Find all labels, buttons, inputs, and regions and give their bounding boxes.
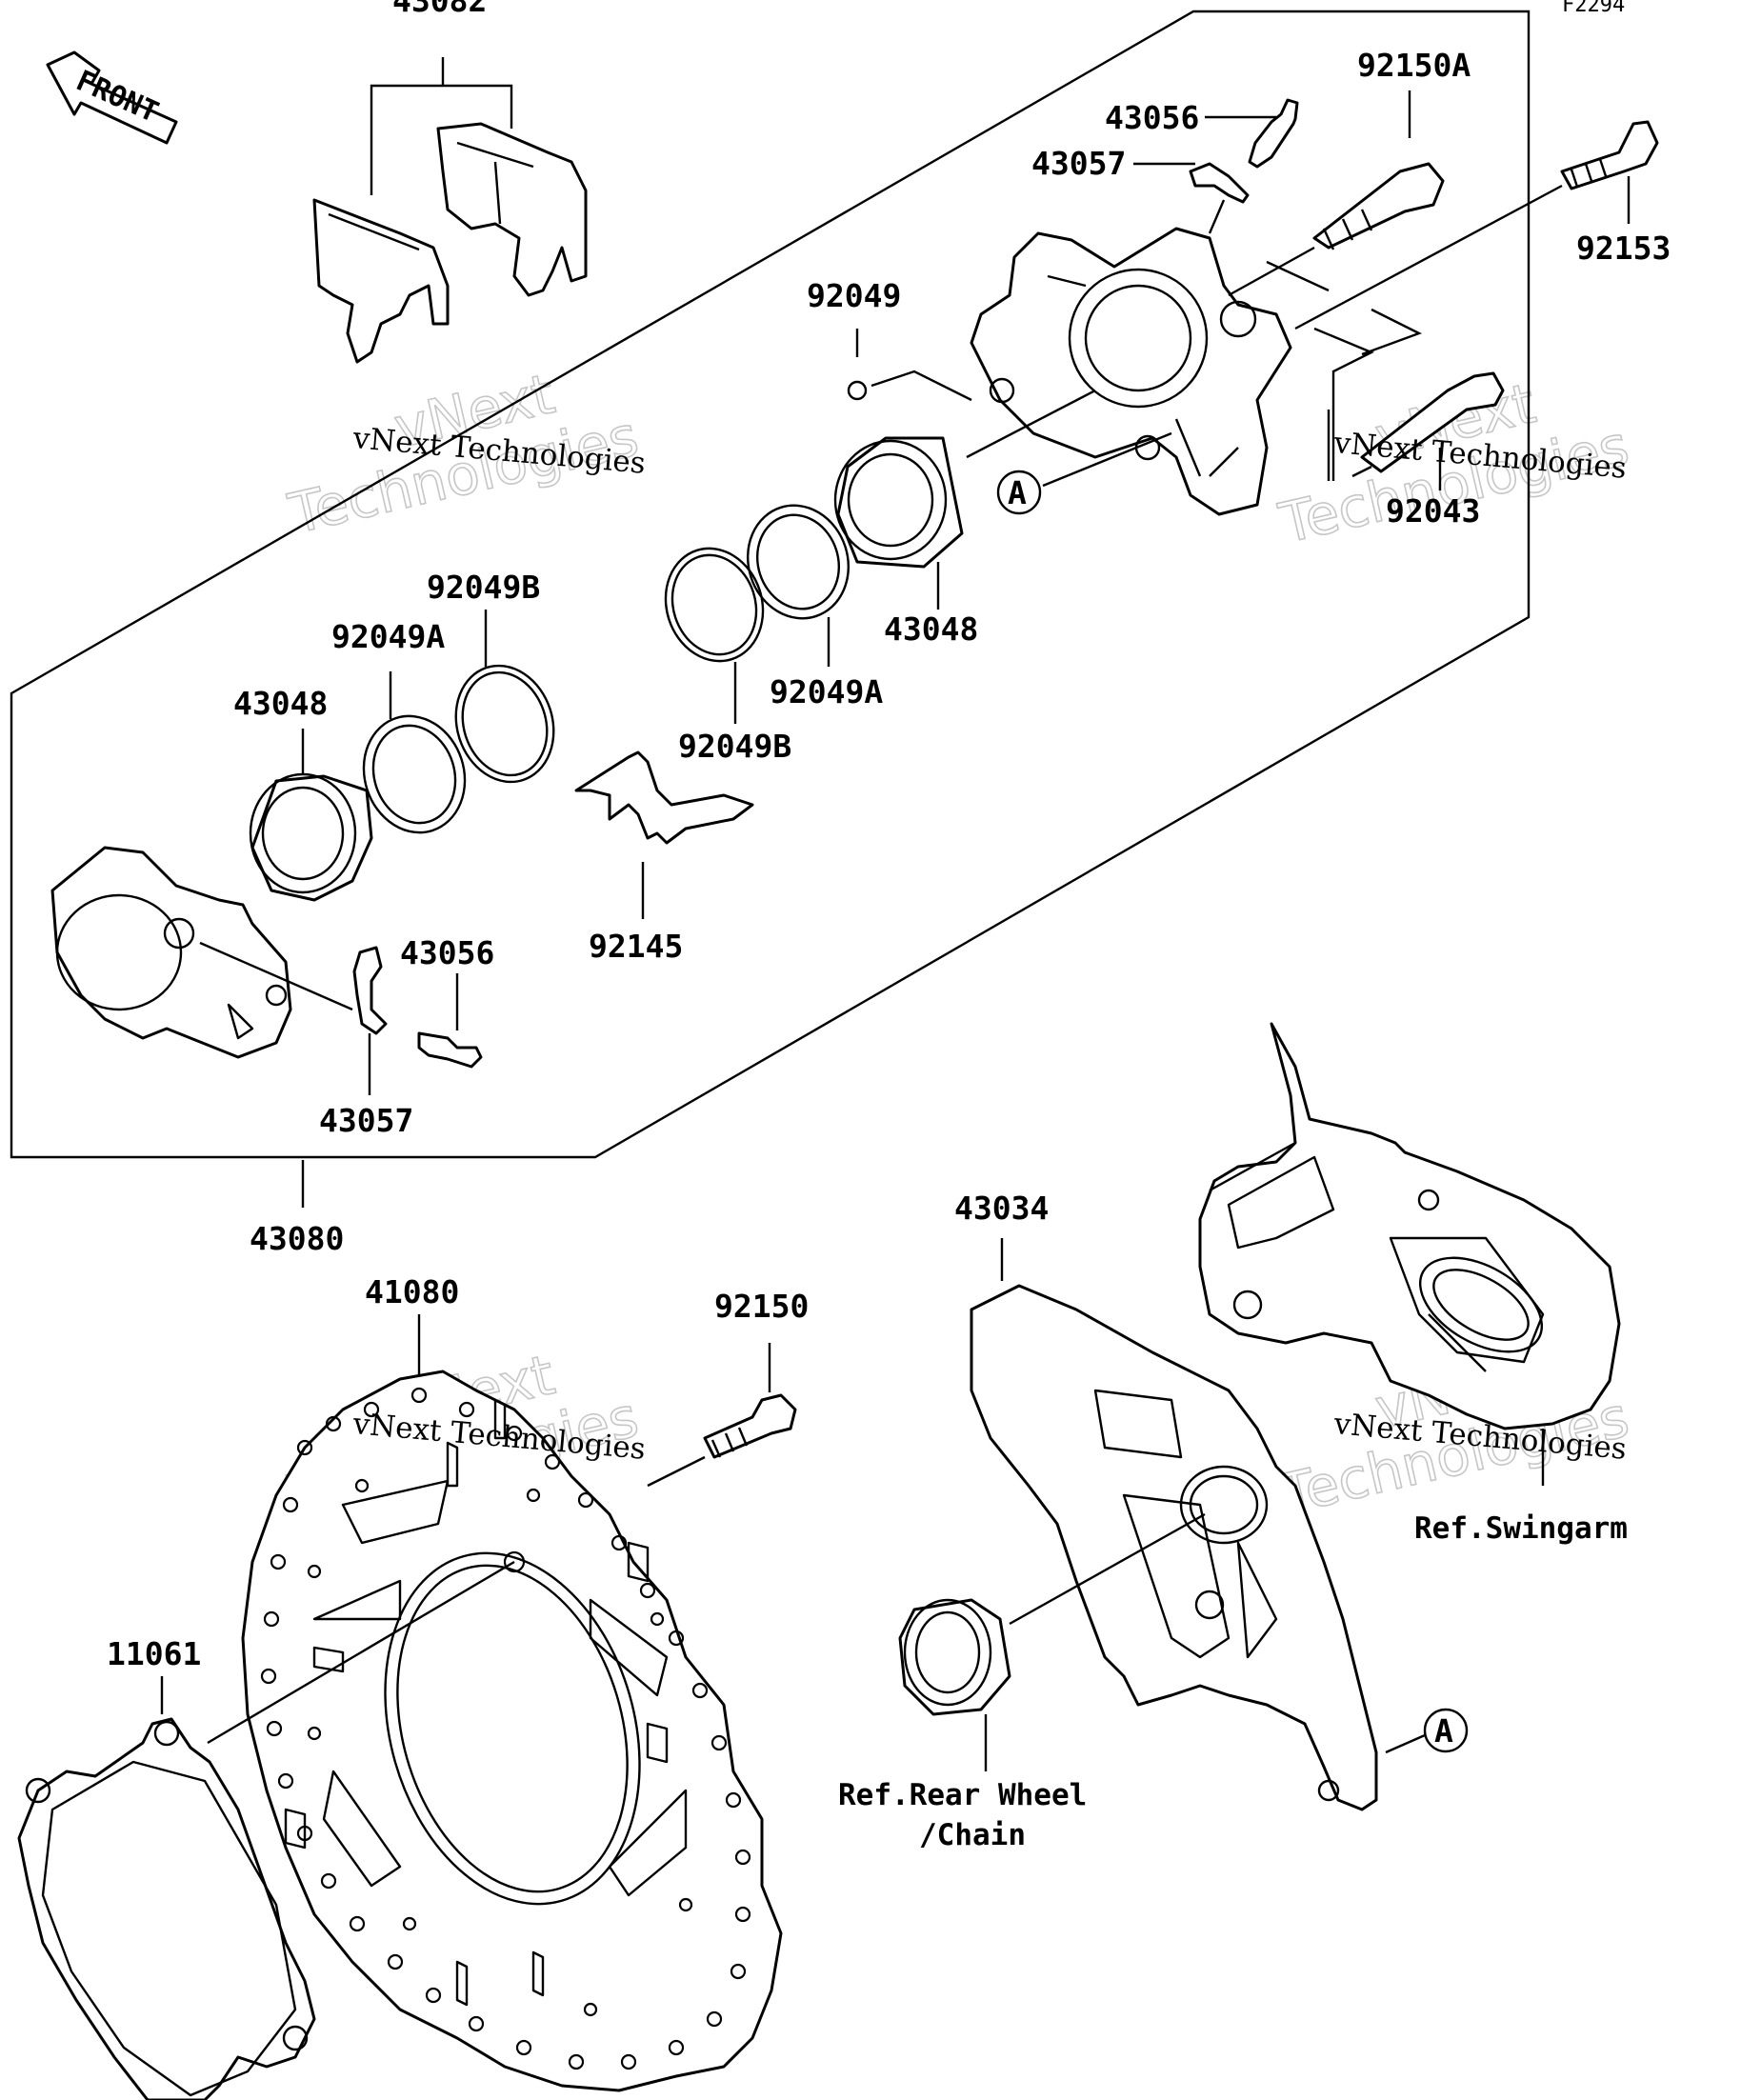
o-ring-92049 [847, 380, 868, 401]
bleeder-valve-top [1248, 98, 1299, 169]
callout-92049b-right: 92049B [678, 728, 791, 765]
marker-a-top-label: A [1008, 474, 1027, 511]
leader-92043 [1351, 448, 1442, 490]
brake-disc [241, 1370, 783, 2092]
callout-92153: 92153 [1576, 230, 1671, 267]
bracket-lines-top [1266, 260, 1423, 481]
marker-a-bottom [1423, 1708, 1469, 1753]
leader-43082 [370, 57, 513, 195]
callout-43080: 43080 [250, 1220, 344, 1257]
bolt-92150 [703, 1393, 797, 1459]
bolt-92153 [1560, 120, 1659, 190]
pin-92043 [1360, 371, 1505, 473]
callout-41080: 41080 [365, 1273, 459, 1310]
reference-rear-wheel-line1: Ref.Rear Wheel [838, 1778, 1087, 1812]
leader-43057-left [199, 941, 371, 1095]
reference-rear-wheel-line2: /Chain [919, 1818, 1026, 1852]
callout-43048-left: 43048 [233, 685, 328, 722]
callout-43057-top: 43057 [1031, 145, 1126, 182]
marker-a-top [996, 470, 1042, 515]
callout-11061: 11061 [107, 1635, 201, 1672]
leader-marker-a-top [1042, 431, 1172, 488]
caliper-body-inner [50, 846, 292, 1059]
leader-92150 [647, 1343, 771, 1488]
leader-43048-right [936, 389, 1096, 610]
leader-92150a-axis [1228, 246, 1315, 297]
callout-92049a-right: 92049A [770, 673, 883, 710]
callout-43048-right: 43048 [884, 610, 978, 648]
callout-43056-top: 43056 [1105, 99, 1199, 136]
callout-43034: 43034 [954, 1190, 1049, 1227]
seal-92049b-right [664, 547, 765, 663]
caliper-assembly-outline [10, 10, 1531, 1159]
leader-11061 [160, 1560, 515, 1745]
piston-right [833, 436, 964, 569]
front-arrow-icon: FRONT [46, 50, 178, 145]
callout-92043: 92043 [1386, 492, 1480, 530]
leader-swingarm [1428, 1313, 1545, 1486]
leader-collar [984, 1512, 1206, 1771]
gasket [17, 1717, 316, 2100]
callout-92150a: 92150A [1357, 47, 1471, 84]
caliper-bracket [970, 1284, 1378, 1811]
callout-43057-left: 43057 [319, 1102, 413, 1139]
piston-left [249, 772, 373, 902]
marker-a-bottom-label: A [1434, 1712, 1453, 1750]
seal-92049a-right [746, 504, 850, 620]
bolt-92150a [1312, 162, 1445, 250]
leader-92153-axis [1294, 184, 1563, 330]
brake-pad-set [312, 122, 588, 364]
leader-43057-top [1133, 162, 1226, 234]
callout-92145: 92145 [589, 928, 683, 965]
caliper-body-outer [970, 227, 1292, 516]
bleeder-cap-left [352, 946, 388, 1035]
pad-spring-92145 [574, 750, 754, 845]
swingarm-reference-part [1198, 1022, 1621, 1430]
callout-43056-left: 43056 [400, 934, 494, 971]
bleeder-valve-left [417, 1031, 483, 1069]
collar-spacer [898, 1598, 1011, 1716]
callout-92150: 92150 [714, 1288, 809, 1325]
seal-92049b-left [454, 664, 555, 784]
callout-92049: 92049 [807, 277, 901, 314]
reference-swingarm: Ref.Swingarm [1414, 1511, 1628, 1546]
bleeder-cap-top [1189, 162, 1250, 204]
leader-92049 [855, 329, 972, 402]
callout-92049b-left: 92049B [427, 569, 540, 606]
callout-92049a-left: 92049A [331, 618, 445, 655]
callout-43082: 43082 [392, 0, 487, 19]
leader-marker-a-bottom [1385, 1733, 1426, 1754]
figure-code: F2294 [1562, 0, 1625, 17]
